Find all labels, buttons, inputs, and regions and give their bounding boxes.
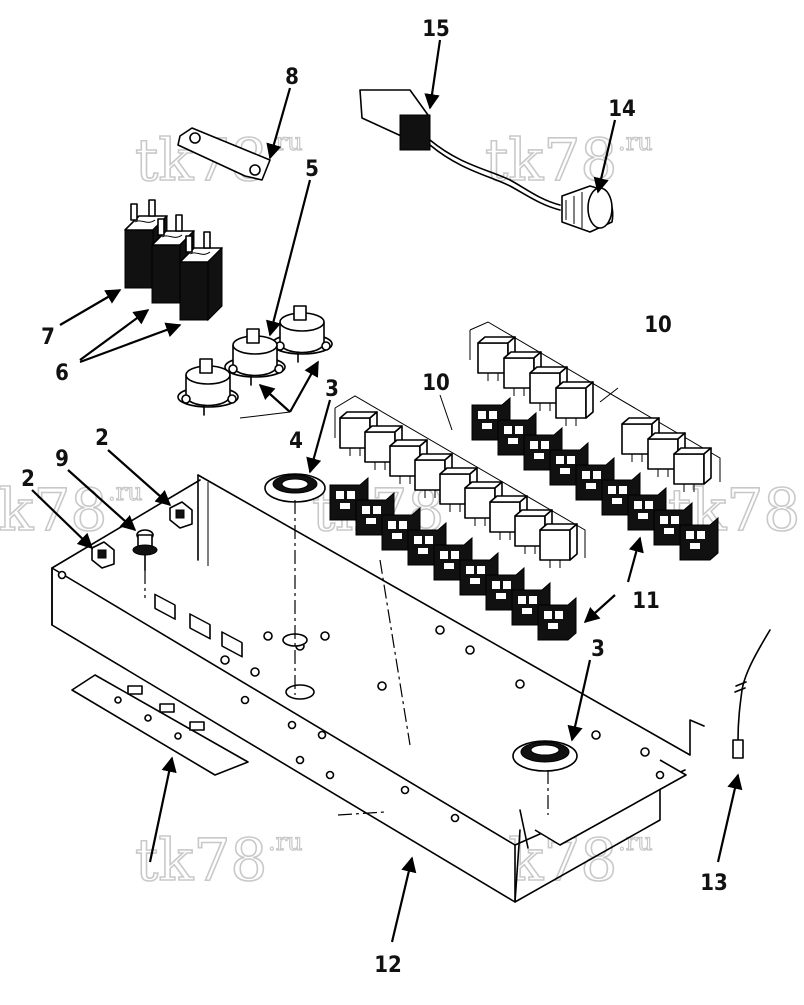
part-10-relays-center [334,395,586,569]
arrow-11b [626,536,644,583]
leader-arrows [31,39,743,943]
part-7-solenoid-block [124,199,223,321]
part-9-push-switch [132,529,158,571]
watermark-suffix: .ru [268,828,303,856]
watermark-suffix: .ru [618,828,653,856]
callout-labels: 15 14 8 5 7 6 10 10 3 4 2 9 2 11 3 13 12 [21,17,728,978]
part-4-grommet [264,473,326,503]
arrow-5b [289,360,319,413]
callout-7: 7 [41,325,55,350]
arrow-13 [716,773,743,863]
callout-6: 6 [55,361,69,386]
part-12-tray [51,474,705,903]
part-2-clip-upper [169,501,193,529]
callout-2-upper: 2 [95,426,109,451]
watermark-bottom-left: tk78 [135,826,267,894]
watermark-suffix: .ru [108,478,143,506]
arrow-6b [79,322,182,364]
part-5-circuit-breakers [177,305,333,416]
callout-5: 5 [305,157,319,182]
watermark-suffix: .ru [618,128,653,156]
callout-15: 15 [422,17,450,42]
part-13-wire-lead [732,629,771,759]
part-10-relays-right [469,321,721,493]
callout-9: 9 [55,447,69,472]
arrow-6a [79,309,150,361]
arrow-2a [107,449,172,507]
arrow-5c [258,383,291,413]
callout-10-center: 10 [422,371,450,396]
callout-13: 13 [700,871,728,896]
callout-14: 14 [608,97,636,122]
under-plate [71,674,249,776]
leader-10b [599,387,619,403]
callout-11: 11 [632,589,660,614]
leader-5-bracket [239,411,291,419]
part-3-grommet-lower [512,740,578,772]
callout-12: 12 [374,953,402,978]
callout-3-lower: 3 [591,637,605,662]
leader-10a [439,394,453,431]
arrow-11a [583,594,616,624]
part-8-bus-bar [177,127,271,181]
arrow-14 [593,119,617,194]
arrow-15 [424,39,442,110]
arrow-8 [266,87,292,160]
watermark-suffix: .ru [268,128,303,156]
arrow-9 [67,469,137,532]
callout-2-lower: 2 [21,467,35,492]
arrow-7 [59,289,122,326]
part-2-clip-lower [91,541,115,569]
arrow-2b [31,489,94,550]
arrow-3a [306,399,332,474]
centerlines [144,500,549,816]
callout-10-right: 10 [644,313,672,338]
arrow-12a [390,856,417,943]
part-15-connector [359,89,561,211]
callout-4: 4 [289,429,303,454]
arrow-3b [567,659,592,742]
arrow-5 [266,179,312,337]
callout-8: 8 [285,65,299,90]
part-14-wire-cap [561,185,614,233]
callout-3-upper: 3 [325,377,339,402]
arrow-12b [148,756,177,863]
